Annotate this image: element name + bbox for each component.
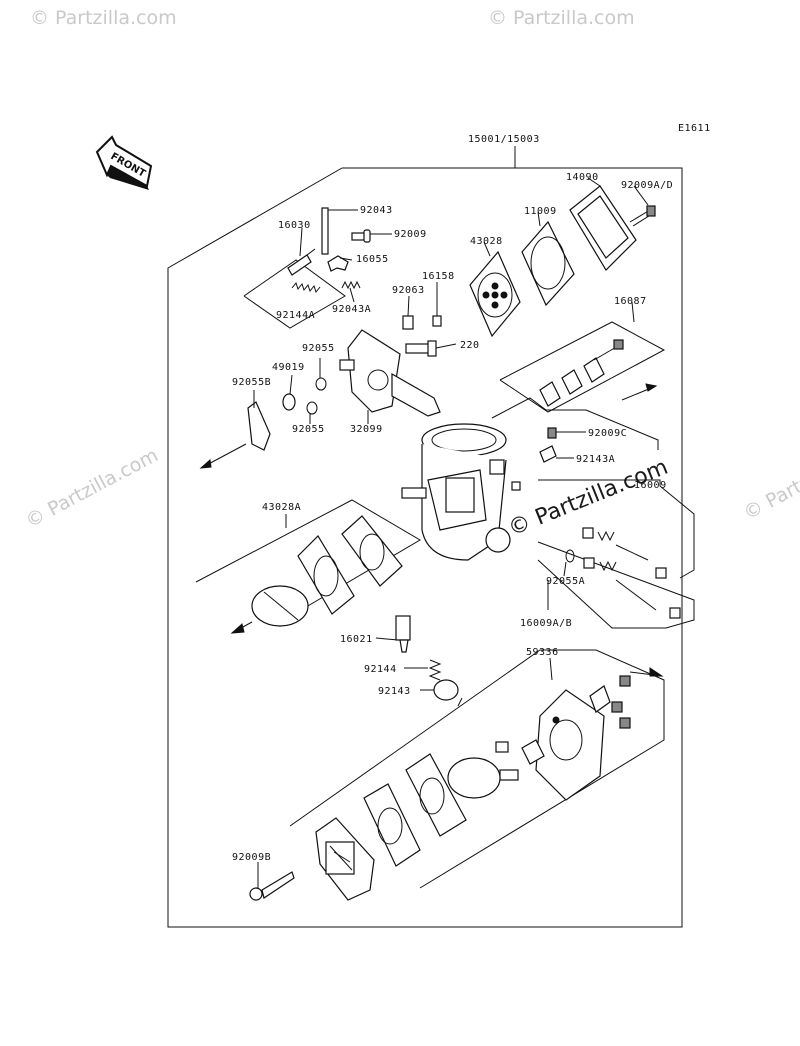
cover-92055B <box>247 401 271 451</box>
label-11009: 11009 <box>524 206 557 217</box>
gasket-43028A-1 <box>297 535 355 615</box>
watermark-right-edge: © Partzilla.com <box>740 436 800 524</box>
bracket-16087 <box>539 339 624 407</box>
gasket-11009 <box>521 220 575 307</box>
jet-92063 <box>402 315 414 330</box>
label-16021: 16021 <box>340 634 373 645</box>
label-92043A: 92043A <box>332 304 371 315</box>
label-43028A: 43028A <box>262 502 301 513</box>
label-59336: 59336 <box>526 647 559 658</box>
oring-92055-a <box>315 377 327 391</box>
label-92055A: 92055A <box>546 576 585 587</box>
label-92144A: 92144A <box>276 310 315 321</box>
cap-49019 <box>282 393 296 411</box>
gasket-43028A-2 <box>341 515 403 587</box>
label-92009-top: 92009 <box>394 229 427 240</box>
label-16087: 16087 <box>614 296 647 307</box>
oring-92055-b <box>306 401 318 415</box>
pump-cover-59336 <box>535 675 631 801</box>
label-92143: 92143 <box>378 686 411 697</box>
screw-92009A-D <box>629 205 656 227</box>
cover-14090 <box>569 185 637 271</box>
spring-92043A <box>341 280 361 290</box>
diaphragm-43028A <box>251 585 309 627</box>
screw-92009C <box>547 427 570 439</box>
label-49019: 49019 <box>272 362 305 373</box>
label-16009: 16009 <box>634 480 667 491</box>
spring-92144 <box>428 659 442 681</box>
label-16009A-B: 16009A/B <box>520 618 572 629</box>
screw-16009 <box>582 527 667 579</box>
label-43028: 43028 <box>470 236 503 247</box>
watermark-left: © Partzilla.com <box>22 444 162 532</box>
label-92063: 92063 <box>392 285 425 296</box>
oring-92055A <box>565 549 575 563</box>
label-92009A-D: 92009A/D <box>621 180 673 191</box>
screw-92009B <box>249 871 295 901</box>
label-16158: 16158 <box>422 271 455 282</box>
label-92143A: 92143A <box>576 454 615 465</box>
watermark-top-left: © Partzilla.com <box>30 7 177 29</box>
fitting-59336 <box>521 685 611 765</box>
throttle-lever-32099 <box>339 329 441 417</box>
label-16055: 16055 <box>356 254 389 265</box>
valve-16021 <box>395 615 411 653</box>
carburetor-body <box>401 423 521 561</box>
label-92009B: 92009B <box>232 852 271 863</box>
label-32099: 32099 <box>350 424 383 435</box>
bolt-220 <box>405 340 437 357</box>
label-16030: 16030 <box>278 220 311 231</box>
cap-92143 <box>433 679 459 701</box>
label-92055B: 92055B <box>232 377 271 388</box>
watermark-top-right: © Partzilla.com <box>488 7 635 29</box>
spring-92144A <box>291 281 321 294</box>
pump-body-59336 <box>315 817 375 901</box>
screw-92009-top <box>351 229 371 243</box>
label-92055-b: 92055 <box>292 424 325 435</box>
label-92144: 92144 <box>364 664 397 675</box>
label-15001-15003: 15001/15003 <box>468 134 540 145</box>
screw-16009A-B <box>583 557 681 619</box>
label-92009C: 92009C <box>588 428 627 439</box>
assembly-outline <box>167 167 683 928</box>
gasket-59336-1 <box>405 753 467 837</box>
gasket-59336-2 <box>363 783 421 867</box>
diagram-code: E1611 <box>678 123 711 134</box>
label-92043: 92043 <box>360 205 393 216</box>
jet-16158 <box>432 315 442 327</box>
diaphragm-59336 <box>447 757 501 799</box>
clip-92143A <box>539 445 557 463</box>
diaphragm-43028 <box>469 250 521 338</box>
label-14090: 14090 <box>566 172 599 183</box>
label-220: 220 <box>460 340 480 351</box>
label-92055-a: 92055 <box>302 343 335 354</box>
pin-92043 <box>321 207 329 255</box>
lever-16055 <box>327 255 349 272</box>
front-arrow-icon: FRONT <box>95 135 153 190</box>
plunger-16030 <box>287 248 316 276</box>
